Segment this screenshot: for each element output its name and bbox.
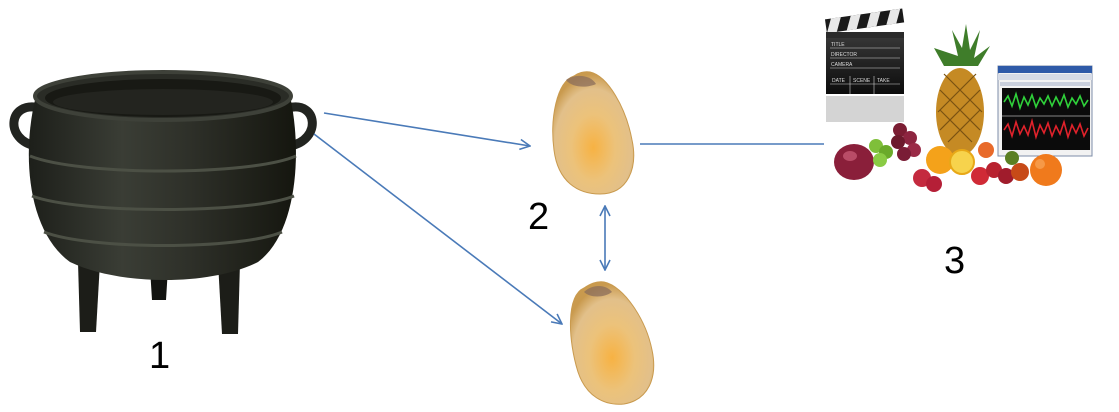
label-number-2: 2 [528,196,550,238]
clapperboard-director-label: DIRECTOR [831,52,857,58]
audio-waveform-window-icon [997,65,1093,157]
clapperboard-camera-label: CAMERA [831,62,853,68]
corn-kernel-bottom-image [570,281,655,405]
media-collage-image: TITLE DIRECTOR CAMERA DATE SCENE TAKE [824,8,1093,192]
arrow-pot-to-kernel-top [323,112,530,146]
cast-iron-pot-image [9,70,317,334]
clapperboard-date-label: DATE [832,78,846,84]
label-number-1: 1 [149,335,171,377]
pineapple-icon [934,24,990,156]
clapperboard-title-label: TITLE [831,42,845,48]
label-number-3: 3 [944,240,966,282]
clapperboard-take-label: TAKE [877,78,890,84]
corn-kernel-top-image [552,71,635,195]
fruit-pile-icon [834,123,1062,192]
clapperboard-icon: TITLE DIRECTOR CAMERA DATE SCENE TAKE [824,8,905,122]
clapperboard-scene-label: SCENE [853,78,871,84]
arrow-pot-to-kernel-bottom [313,133,562,324]
